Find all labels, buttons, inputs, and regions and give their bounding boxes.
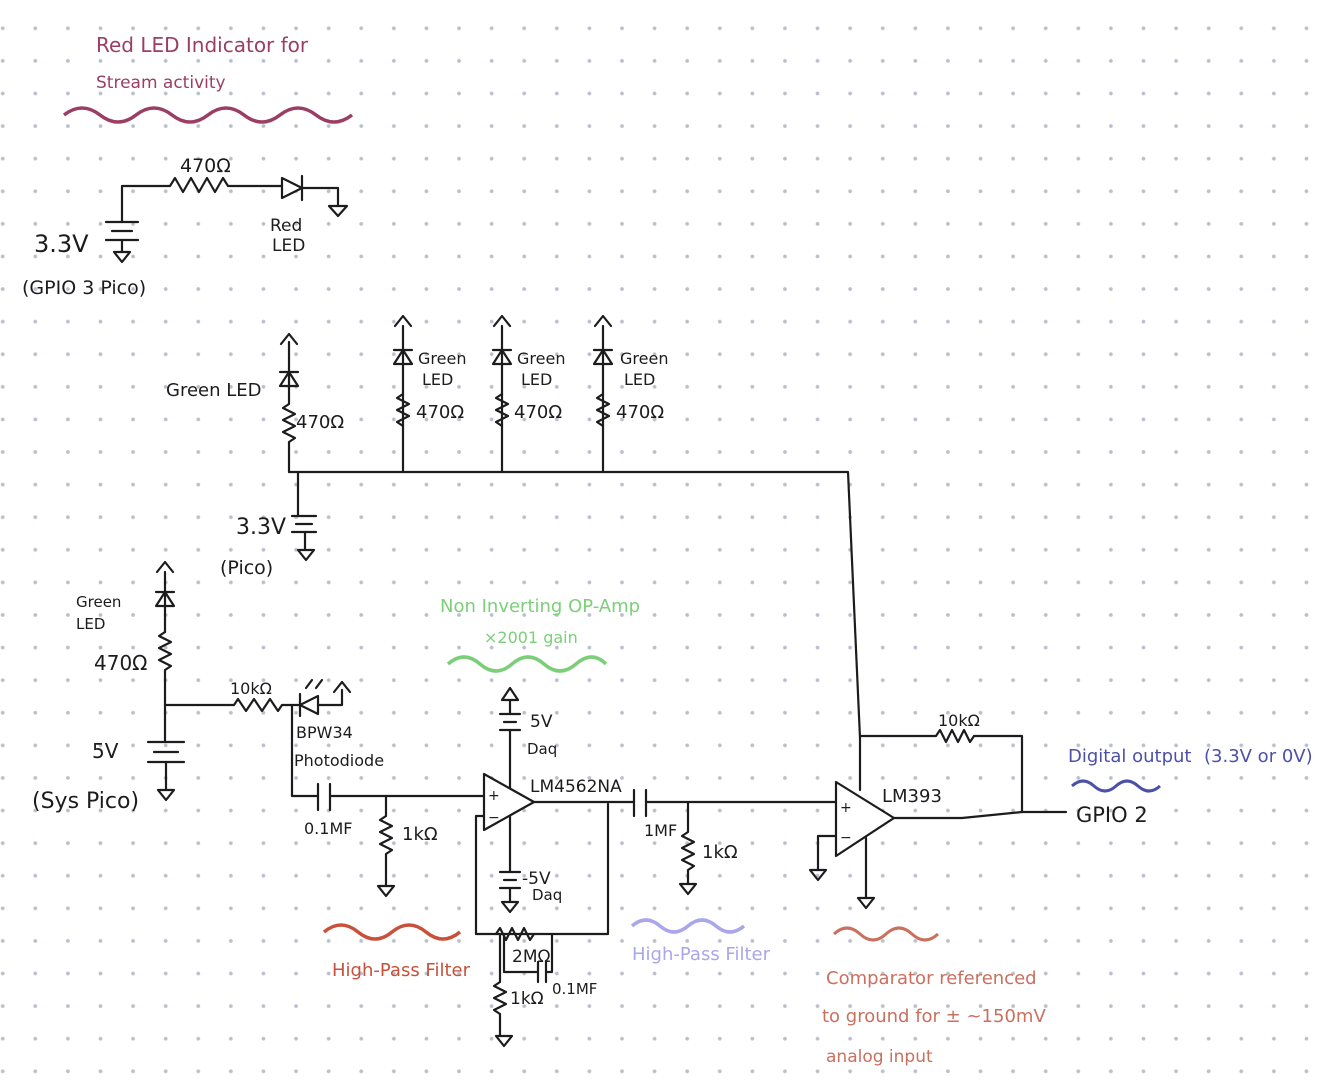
sys-resistor-label: 470Ω xyxy=(94,651,147,675)
green-resistor-3-label: 470Ω xyxy=(514,402,562,423)
green-resistor-1-label: 470Ω xyxy=(296,412,344,433)
green-led-1-label: Green LED xyxy=(166,380,262,401)
feedback-resistor-label: 2MΩ xyxy=(512,947,550,967)
output-pin-label: GPIO 2 xyxy=(1076,803,1148,827)
opamp-plus: + xyxy=(488,788,500,804)
opamp-neg-supply: -5V xyxy=(522,869,551,889)
green-resistor-2-label: 470Ω xyxy=(416,402,464,423)
red-source-voltage: 3.3V xyxy=(34,230,89,258)
green-source-note: (Pico) xyxy=(220,557,273,579)
sys-source-voltage: 5V xyxy=(92,739,119,763)
sys-led-label-2: LED xyxy=(76,615,105,633)
comparator-stage: + − LM393 10kΩ GPIO 2 xyxy=(808,711,1148,910)
opamp-gain: ×2001 gain xyxy=(484,628,578,647)
comparator-triangle-icon xyxy=(834,780,896,858)
hpf2-stage: 1MF 1kΩ xyxy=(632,788,838,896)
photo-resistor-label: 10kΩ xyxy=(230,679,272,698)
comparator-feedback-label: 10kΩ xyxy=(938,711,980,730)
red-led-title-line1: Red LED Indicator for xyxy=(96,33,309,57)
sys-led-label-1: Green xyxy=(76,593,121,611)
red-led-diode-icon xyxy=(280,176,304,200)
hp1-resistor-label: 1kΩ xyxy=(402,824,438,845)
photodiode-model: BPW34 xyxy=(296,723,353,742)
green-led-2-label-1: Green xyxy=(418,349,466,368)
green-led-4-label-1: Green xyxy=(620,349,668,368)
green-led-4-label-2: LED xyxy=(624,370,655,389)
sys-battery-icon xyxy=(146,740,186,802)
hpf2-label: High-Pass Filter xyxy=(632,944,771,965)
red-led-label-2: LED xyxy=(272,236,305,256)
opamp-pos-supply: 5V xyxy=(530,712,553,732)
digital-output-underline xyxy=(1070,779,1162,793)
green-battery-icon xyxy=(290,514,318,562)
opamp-neg-supply-source: Daq xyxy=(532,886,562,904)
comparator-model: LM393 xyxy=(882,786,942,807)
sys-source-note: (Sys Pico) xyxy=(32,789,139,814)
green-led-3-label-1: Green xyxy=(517,349,565,368)
hpf1-label: High-Pass Filter xyxy=(332,960,471,981)
comparator-plus: + xyxy=(840,800,852,816)
red-battery-icon xyxy=(104,220,140,264)
red-resistor-label: 470Ω xyxy=(180,155,231,177)
sensor-input: Green LED 470Ω 5V (Sys Pico) 10kΩ BPW34 … xyxy=(32,560,486,898)
coupling-cap-1-label: 0.1MF xyxy=(304,819,352,838)
opamp-model: LM4562NA xyxy=(530,777,622,797)
ground-resistor-label: 1kΩ xyxy=(510,989,544,1009)
comparator-note-line3: analog input xyxy=(826,1047,933,1067)
opamp-title: Non Inverting OP-Amp xyxy=(440,596,640,617)
red-led-title-line2: Stream activity xyxy=(96,73,226,93)
red-led-label-1: Red xyxy=(270,216,302,236)
comparator-note-line1: Comparator referenced xyxy=(826,968,1037,989)
feedback-cap-label: 0.1MF xyxy=(552,980,597,998)
hpf1-underline xyxy=(322,923,462,941)
opamp-stage: + − LM4562NA 5V Daq -5V Daq 2MΩ 0.1MF 1k… xyxy=(474,686,636,1048)
coupling-cap-2-label: 1MF xyxy=(644,821,677,840)
green-led-2-label-2: LED xyxy=(422,370,453,389)
opamp-underline xyxy=(446,655,608,673)
red-led-circuit: 470Ω Red LED 3.3V (GPIO 3 Pico) xyxy=(22,155,349,299)
opamp-pos-supply-source: Daq xyxy=(527,740,557,758)
digital-output-label: Digital output xyxy=(1068,746,1191,767)
green-led-3-label-2: LED xyxy=(521,370,552,389)
photodiode-label: Photodiode xyxy=(294,751,384,770)
green-source-voltage: 3.3V xyxy=(236,515,286,540)
opamp-minus: − xyxy=(488,810,500,826)
red-source-note: (GPIO 3 Pico) xyxy=(22,277,146,299)
comparator-underline xyxy=(832,926,940,942)
red-led-title-underline xyxy=(62,106,354,124)
green-resistor-4-label: 470Ω xyxy=(616,402,664,423)
hpf2-underline xyxy=(630,918,746,934)
green-led-bank: Green LED 470Ω Green LED 470Ω Green LED … xyxy=(166,314,862,740)
comparator-minus: − xyxy=(840,830,852,846)
comparator-note-line2: to ground for ± ~150mV xyxy=(822,1006,1046,1027)
hp2-resistor-label: 1kΩ xyxy=(702,842,738,863)
digital-output-levels: (3.3V or 0V) xyxy=(1204,746,1313,767)
